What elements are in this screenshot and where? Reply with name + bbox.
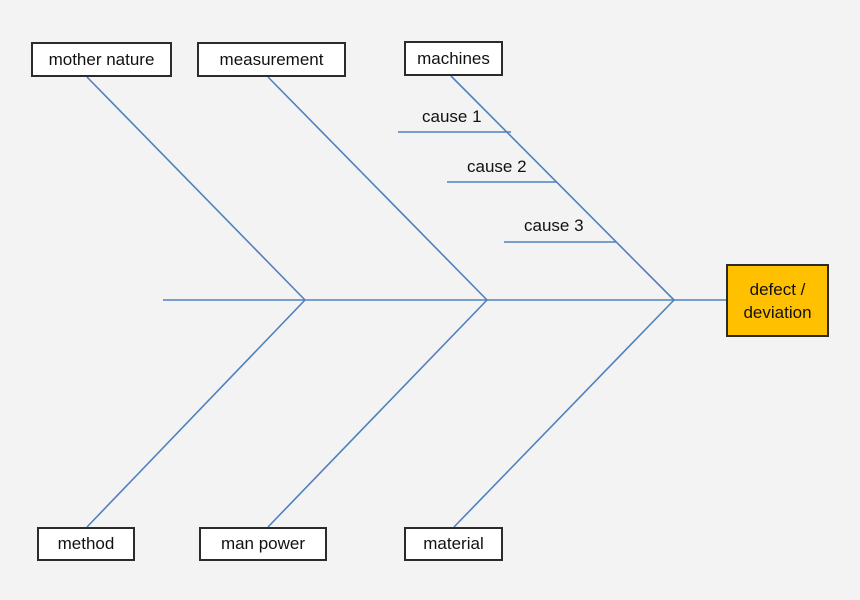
bone-material <box>453 299 675 528</box>
category-man-power-label: man power <box>220 534 306 553</box>
category-mother-nature: mother nature <box>31 42 172 77</box>
category-measurement-label: measurement <box>219 49 324 69</box>
category-method: method <box>37 527 135 561</box>
effect-box: defect / deviation <box>726 264 829 337</box>
bone-measurement <box>267 76 488 301</box>
cause-1-label: cause 1 <box>422 107 482 126</box>
bone-mother-nature <box>86 76 306 301</box>
category-material-label: material <box>423 534 484 553</box>
cause-3-label: cause 3 <box>524 216 584 235</box>
category-method-label: method <box>57 534 115 553</box>
bone-method <box>86 299 306 528</box>
category-material: material <box>404 527 503 561</box>
effect-label-line-2: deviation <box>743 302 812 322</box>
category-measurement: measurement <box>197 42 346 77</box>
category-machines-label: machines <box>417 48 490 68</box>
bone-man-power <box>267 299 488 528</box>
category-man-power: man power <box>199 527 327 561</box>
effect-label-line-1: defect / <box>749 279 806 299</box>
bone-machines <box>450 75 675 301</box>
cause-2-label: cause 2 <box>467 157 527 176</box>
category-mother-nature-label: mother nature <box>48 49 155 69</box>
category-machines: machines <box>404 41 503 76</box>
